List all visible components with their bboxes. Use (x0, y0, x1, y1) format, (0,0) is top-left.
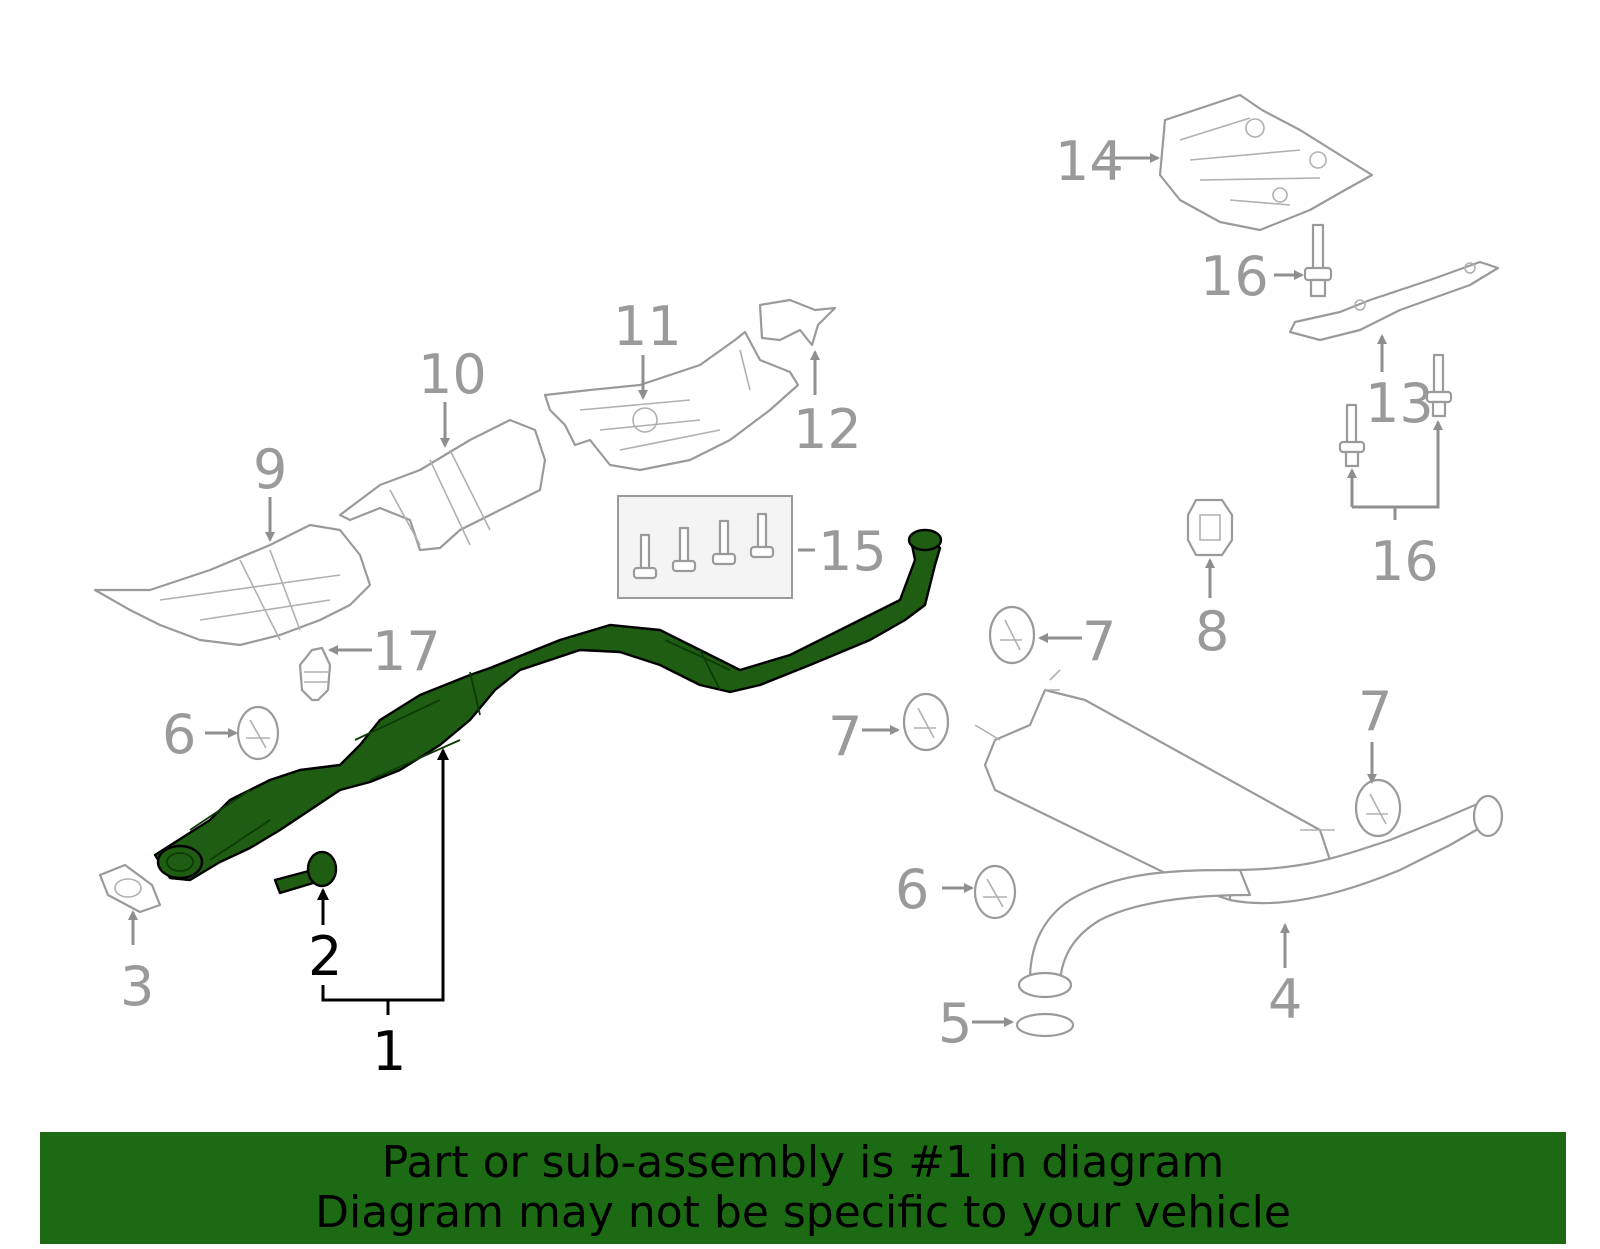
exhaust-diagram: 14 16 13 16 11 12 10 9 15 17 6 3 2 1 8 7… (93, 93, 1504, 1083)
insulator-7-right[interactable] (1354, 778, 1402, 838)
callout-17: 17 (372, 620, 441, 683)
catalytic-converter-assembly-1[interactable] (153, 528, 943, 882)
callout-11: 11 (613, 295, 682, 358)
bracket-13[interactable] (1288, 260, 1500, 342)
callout-10: 10 (418, 343, 487, 406)
banner-line-1: Part or sub-assembly is #1 in diagram (381, 1137, 1225, 1188)
muffler-4[interactable] (974, 669, 1504, 999)
heat-shield-10[interactable] (338, 418, 547, 552)
callout-8: 8 (1195, 600, 1229, 663)
gasket-3[interactable] (98, 863, 162, 914)
notice-banner: Part or sub-assembly is #1 in diagram Di… (40, 1132, 1566, 1244)
bolt-set-15[interactable] (617, 495, 793, 599)
callout-13: 13 (1365, 372, 1434, 435)
callout-7-top: 7 (1082, 610, 1116, 673)
callout-16-lower: 16 (1370, 530, 1439, 593)
heat-shield-11[interactable] (543, 330, 800, 472)
callout-5: 5 (938, 992, 972, 1055)
callout-7-right: 7 (1358, 680, 1392, 743)
hanger-8[interactable] (1186, 498, 1234, 557)
callout-1: 1 (372, 1020, 406, 1083)
heat-shield-14[interactable] (1158, 93, 1374, 232)
leader-lines (128, 153, 1443, 1027)
stud-bolt-2[interactable] (273, 850, 338, 895)
callout-4: 4 (1268, 968, 1302, 1031)
bolt-16-upper[interactable] (1303, 223, 1333, 298)
bracket-12[interactable] (758, 298, 837, 347)
callout-9: 9 (253, 438, 287, 501)
callout-6-right: 6 (895, 858, 929, 921)
leader-lines-highlight (317, 748, 449, 1015)
insulator-7-top[interactable] (988, 605, 1036, 665)
heat-shield-9[interactable] (93, 523, 372, 647)
callout-14: 14 (1055, 130, 1124, 193)
callout-12: 12 (793, 398, 862, 461)
callout-16-upper: 16 (1200, 245, 1269, 308)
callout-7-left: 7 (828, 705, 862, 768)
insulator-7-left[interactable] (902, 692, 950, 752)
banner-line-2: Diagram may not be specific to your vehi… (315, 1187, 1291, 1238)
bolt-16-lower-left[interactable] (1338, 403, 1366, 468)
bolt-16-lower-right[interactable] (1425, 353, 1453, 418)
insulator-6-right[interactable] (973, 864, 1017, 920)
callout-6-left: 6 (162, 703, 196, 766)
callout-15: 15 (818, 520, 887, 583)
callout-2: 2 (308, 925, 342, 988)
insulator-6-left[interactable] (236, 705, 280, 761)
gasket-5[interactable] (1015, 1012, 1075, 1038)
clip-17[interactable] (298, 646, 332, 702)
callout-3: 3 (120, 955, 154, 1018)
